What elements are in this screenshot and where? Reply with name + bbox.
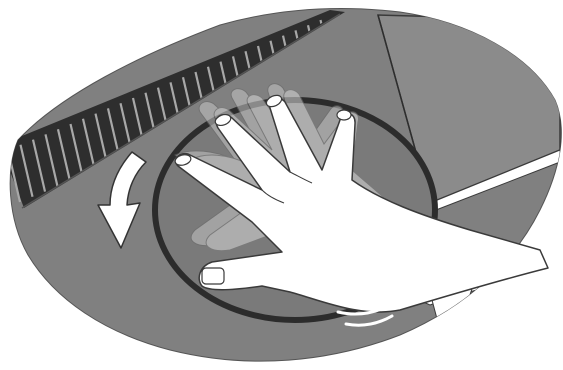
device-illustration: [0, 0, 563, 370]
illustration-canvas: [0, 0, 563, 370]
